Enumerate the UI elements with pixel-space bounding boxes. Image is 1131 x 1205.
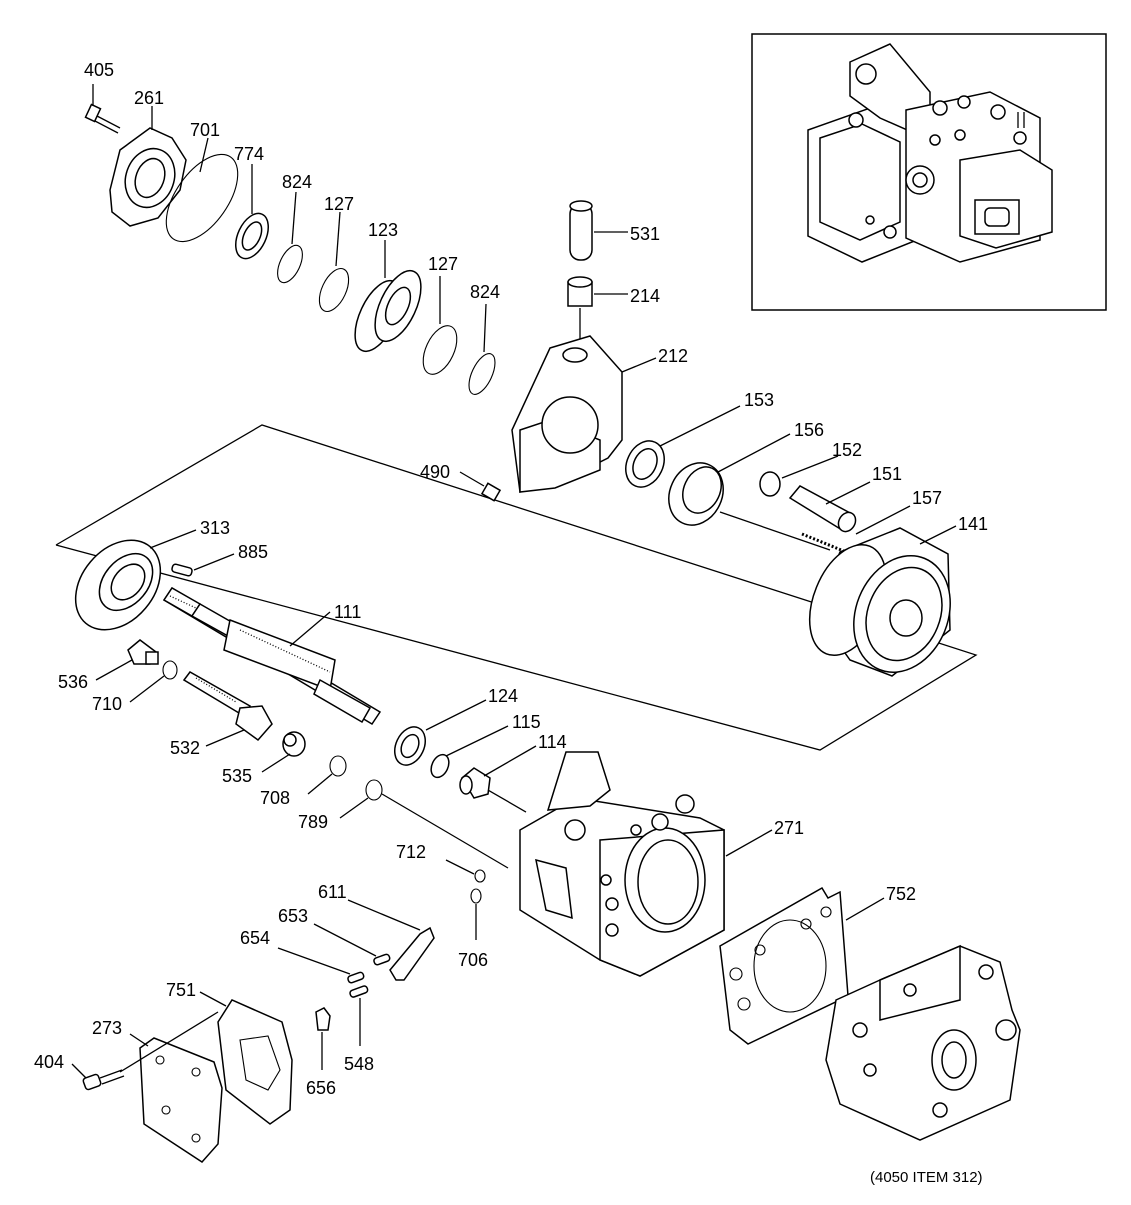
label-701: 701 [190,120,220,140]
label-535: 535 [222,766,252,786]
part-151-piston [788,481,871,533]
part-127-spacer-a [318,211,350,313]
label-313: 313 [200,518,230,538]
part-127-spacer-b [422,276,458,375]
part-123-roller-bearing [354,240,422,353]
part-313-valve-plate [74,529,197,631]
part-710-o-ring [129,660,178,703]
part-214-bushing [567,276,628,340]
label-115: 115 [512,712,541,732]
label-751: 751 [166,980,196,1000]
part-212-swash-plate [511,335,657,493]
label-141: 141 [958,514,988,534]
part-824-snap-ring-b [468,303,496,395]
label-127-b: 127 [428,254,458,274]
part-653-pin [313,923,391,966]
label-548: 548 [344,1054,374,1074]
label-152: 152 [832,440,862,460]
part-708-o-ring [307,755,347,795]
label-708: 708 [260,788,290,808]
label-706: 706 [458,950,488,970]
part-536-plug [95,639,159,681]
part-752-gasket [719,886,885,1045]
part-751-gasket [199,991,293,1125]
part-404-bolt [71,1011,219,1091]
label-536: 536 [58,672,88,692]
label-611: 611 [318,882,347,902]
part-405-bolt [84,84,121,134]
label-405: 405 [84,60,114,80]
label-114: 114 [538,732,567,752]
part-712-o-ring [445,859,486,883]
label-123: 123 [368,220,398,240]
label-124: 124 [488,686,518,706]
label-656: 656 [306,1078,336,1098]
label-752: 752 [886,884,916,904]
label-212: 212 [658,346,688,366]
part-labels: 405 261 701 774 824 127 123 127 824 531 … [34,60,988,1098]
label-261: 261 [134,88,164,108]
label-824-b: 824 [470,282,500,302]
valve-block-illustration [825,944,1021,1141]
label-404: 404 [34,1052,64,1072]
part-548-pin [349,985,369,1046]
part-532-piston [182,671,273,747]
label-653: 653 [278,906,308,926]
part-124-bearing [394,699,487,766]
part-531-pin [569,200,628,261]
label-273: 273 [92,1018,122,1038]
label-531: 531 [630,224,660,244]
part-152-shoe [759,455,839,497]
part-271-valve-block [519,751,773,977]
label-710: 710 [92,694,122,714]
part-611-lever [347,899,435,981]
part-261-cover [109,106,187,227]
part-656-plug [315,1007,331,1070]
label-490: 490 [420,462,450,482]
label-885: 885 [238,542,268,562]
part-654-pin [277,947,365,984]
part-706-o-ring [470,888,482,940]
reference-note: (4050 ITEM 312) [870,1169,983,1186]
part-141-cylinder-block [808,525,957,677]
label-774: 774 [234,144,264,164]
label-153: 153 [744,390,774,410]
part-114-spline-coupling [459,745,537,813]
part-490-plug [459,471,502,502]
label-157: 157 [912,488,942,508]
label-824-a: 824 [282,172,312,192]
label-789: 789 [298,812,328,832]
part-789-backup-ring [339,779,509,869]
label-111: 111 [334,602,361,622]
part-701-o-ring [165,137,239,243]
part-115-shim [430,725,509,779]
part-885-pin [171,553,235,577]
part-111-drive-shaft [162,586,382,726]
inset-assembled-view [751,33,1107,311]
group-outline [55,424,978,751]
part-273-cover [129,1033,223,1163]
part-535-stopper [261,731,306,773]
part-156-spherical-bushing [668,433,831,551]
part-824-snap-ring-a [277,191,303,284]
part-774-oil-seal [235,164,269,260]
assembled-pump-illustration [807,43,1053,263]
label-654: 654 [240,928,270,948]
label-532: 532 [170,738,200,758]
label-127-a: 127 [324,194,354,214]
label-214: 214 [630,286,660,306]
label-151: 151 [872,464,902,484]
label-712: 712 [396,842,426,862]
part-153-shoe-plate [625,405,741,488]
label-156: 156 [794,420,824,440]
label-271: 271 [774,818,804,838]
